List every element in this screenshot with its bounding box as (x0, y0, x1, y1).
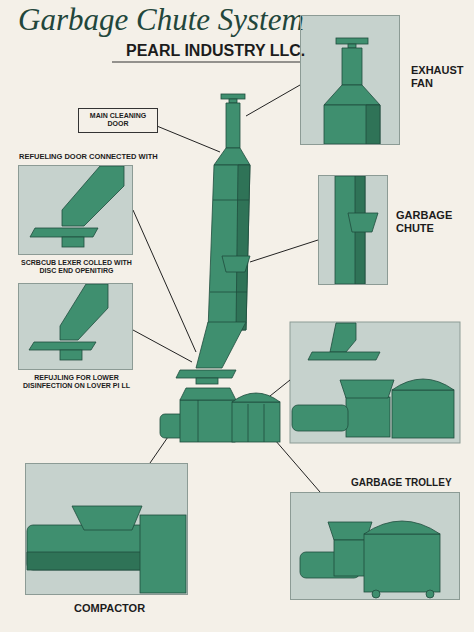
company-name: PEARL INDUSTRY LLC. (126, 42, 305, 60)
panel-grounds (18, 15, 460, 600)
inset-panel: GARBAGE TROLLEY (290, 492, 460, 600)
part-label: REFUELING DOOR CONNECTED WITH (19, 153, 184, 162)
part-label: SCRBCUB LEXER COLLED WITH DISC END OPENI… (13, 259, 140, 275)
inset-panel: EXHAUST FAN (300, 15, 400, 145)
title-rule (112, 62, 300, 63)
panel-pictures (27, 38, 454, 598)
part-label: GARBAGE CHUTE (396, 209, 466, 234)
part-label: EXHAUST FAN (411, 64, 469, 89)
inset-panel: REFUELING DOOR CONNECTED WITHSCRBCUB LEX… (18, 165, 133, 255)
inset-panel: COMPACTOR (25, 463, 188, 595)
inset-panel: REFUJLING FOR LOWER DISINFECTION ON LOVE… (18, 283, 133, 370)
part-label: MAIN CLEANING DOOR (83, 112, 153, 128)
callout-box: MAIN CLEANING DOOR (78, 108, 158, 133)
part-label: COMPACTOR (74, 602, 184, 615)
compactor-assembly (160, 388, 280, 442)
leader-lines (133, 85, 320, 492)
title: Garbage Chute System (18, 2, 304, 38)
inset-panel: GARBAGE CHUTE (318, 175, 388, 285)
main-chute (176, 94, 250, 384)
part-label: REFUJLING FOR LOWER DISINFECTION ON LOVE… (13, 374, 140, 390)
part-label: GARBAGE TROLLEY (351, 477, 466, 489)
